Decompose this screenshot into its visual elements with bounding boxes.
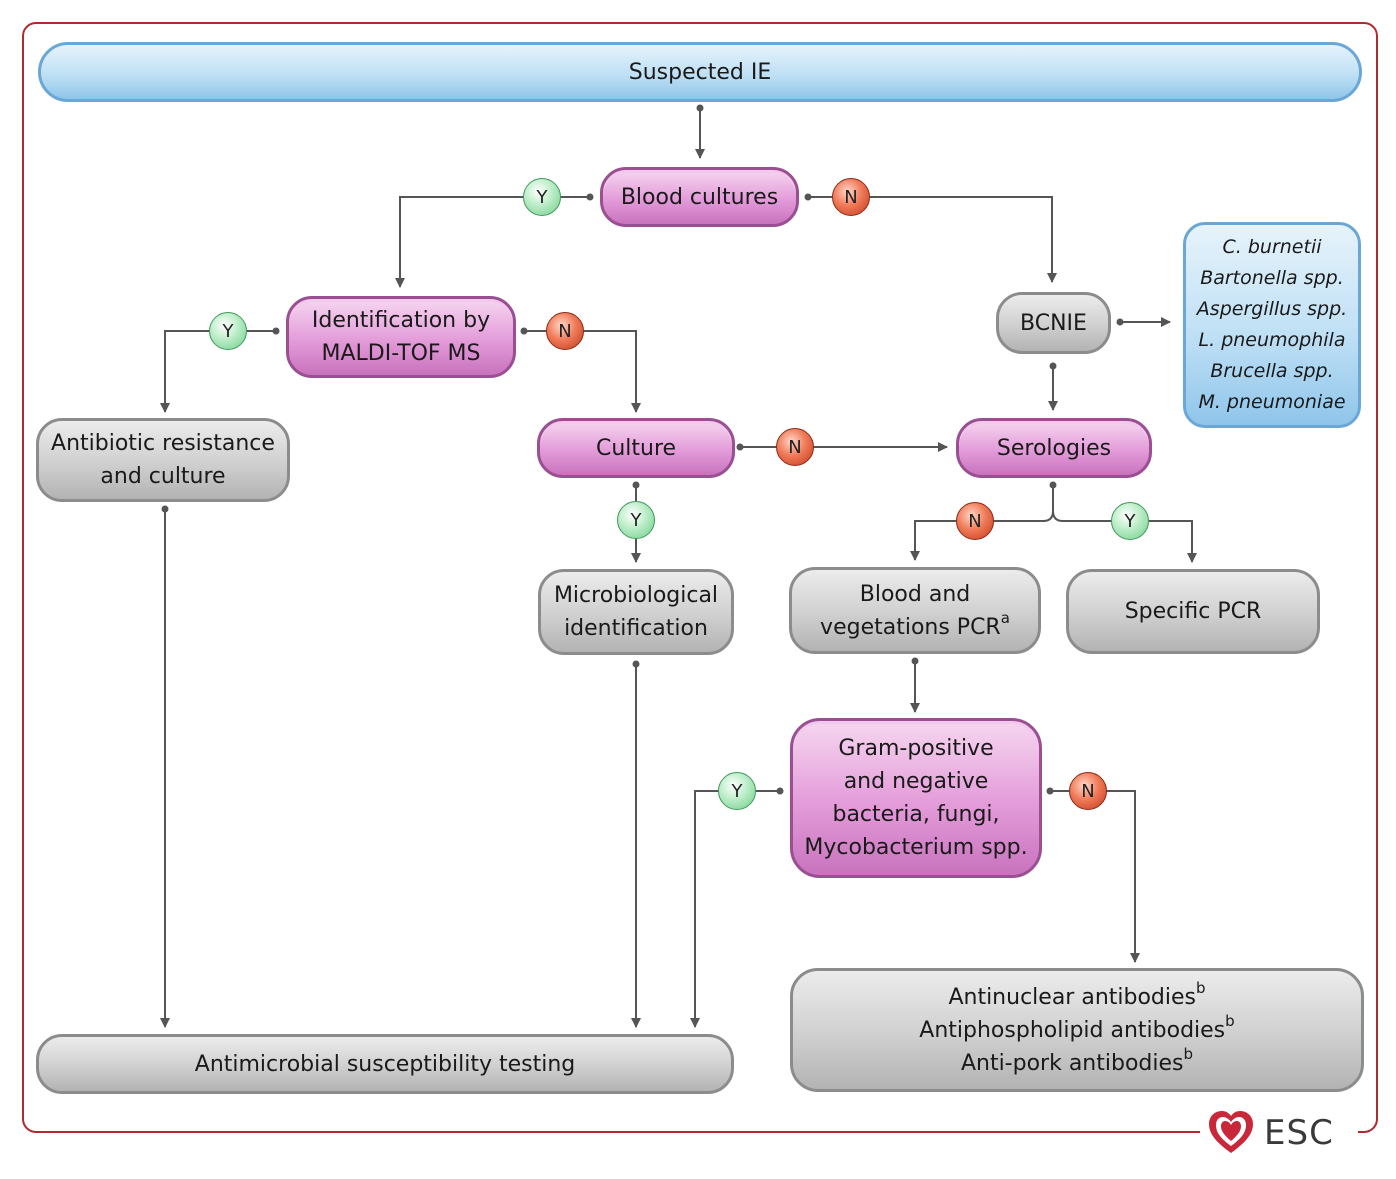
- connector-serologies-to-specific: [1052, 510, 1197, 563]
- node-culture: Culture: [537, 418, 735, 478]
- yes-badge-culture: Y: [617, 501, 655, 539]
- node-blood-vegetations-pcr: Blood and vegetations PCRa: [789, 567, 1041, 654]
- node-bcnie-label: BCNIE: [1020, 310, 1087, 336]
- connector-gram-to-antimicrobial: [690, 790, 780, 1028]
- esc-logo-text: ESC: [1264, 1113, 1334, 1153]
- yes-badge-gram: Y: [718, 772, 756, 810]
- node-microbiological-line-1: Microbiological: [553, 583, 719, 608]
- yes-badge-label: Y: [630, 509, 642, 531]
- node-pcr-footnote: a: [1000, 609, 1010, 628]
- yes-badge-label: Y: [222, 320, 234, 342]
- antibody-item: Antiphospholipid antibodiesb: [919, 1014, 1234, 1047]
- antibody-footnote: b: [1225, 1012, 1235, 1031]
- node-pcr-line-2-text: vegetations PCR: [820, 614, 1001, 640]
- no-badge-label: N: [788, 436, 802, 458]
- connector-blood-to-identification: [395, 196, 590, 288]
- antibody-footnote: b: [1196, 979, 1206, 998]
- antibody-text: Antinuclear antibodies: [948, 984, 1196, 1010]
- connector-gram-to-antibodies: [1050, 790, 1140, 963]
- node-gram-line-3: bacteria, fungi,: [832, 802, 1000, 827]
- node-gram-line-2: and negative: [843, 769, 989, 794]
- node-antibodies: Antinuclear antibodiesb Antiphospholipid…: [790, 968, 1364, 1092]
- esc-logo: ESC: [1200, 1100, 1358, 1166]
- antibody-footnote: b: [1183, 1045, 1194, 1064]
- node-pcr-line-1: Blood and: [859, 581, 971, 607]
- organism-item: Aspergillus spp.: [1196, 298, 1348, 320]
- node-suspected-ie: Suspected IE: [38, 42, 1362, 102]
- organism-item: M. pneumoniae: [1198, 391, 1346, 413]
- connector-identification-to-culture: [524, 330, 641, 413]
- yes-badge-serologies: Y: [1111, 502, 1149, 540]
- no-badge-label: N: [844, 186, 858, 208]
- node-serologies: Serologies: [956, 418, 1152, 478]
- heart-icon: [1209, 1111, 1253, 1153]
- antibody-text: Antiphospholipid antibodies: [919, 1017, 1226, 1043]
- node-identification-line-2: MALDI-TOF MS: [321, 341, 481, 366]
- antibody-item: Antinuclear antibodiesb: [948, 981, 1205, 1014]
- node-blood-cultures: Blood cultures: [600, 167, 799, 227]
- node-antibiotic-resistance: Antibiotic resistance and culture: [36, 418, 290, 502]
- no-badge-label: N: [558, 320, 572, 342]
- node-microbiological-line-2: identification: [564, 616, 708, 641]
- connector-dots: [161, 104, 1124, 795]
- no-badge-blood-cultures: N: [832, 178, 870, 216]
- node-microbiological-identification: Microbiological identification: [538, 569, 734, 655]
- node-serologies-label: Serologies: [996, 435, 1112, 461]
- node-identification: Identification by MALDI-TOF MS: [286, 296, 516, 378]
- yes-badge-label: Y: [536, 186, 548, 208]
- no-badge-label: N: [968, 510, 982, 532]
- connector-blood-to-bcnie: [808, 196, 1057, 283]
- node-culture-label: Culture: [595, 435, 677, 461]
- node-bcnie: BCNIE: [996, 292, 1111, 354]
- node-specific-pcr-label: Specific PCR: [1124, 599, 1262, 624]
- diagram-frame: [22, 22, 1378, 1133]
- node-antimicrobial-testing: Antimicrobial susceptibility testing: [36, 1034, 734, 1094]
- organism-item: C. burnetii: [1222, 236, 1322, 258]
- yes-badge-label: Y: [731, 780, 743, 802]
- organism-item: L. pneumophila: [1198, 329, 1346, 351]
- node-specific-pcr: Specific PCR: [1066, 569, 1320, 654]
- antibody-text: Anti-pork antibodies: [960, 1050, 1184, 1076]
- node-suspected-ie-label: Suspected IE: [628, 59, 772, 85]
- antibody-item: Anti-pork antibodiesb: [961, 1047, 1193, 1080]
- no-badge-gram: N: [1069, 772, 1107, 810]
- node-blood-cultures-label: Blood cultures: [620, 184, 779, 210]
- organism-item: Bartonella spp.: [1200, 267, 1344, 289]
- node-identification-line-1: Identification by: [311, 308, 491, 333]
- node-organisms-list: C. burnetii Bartonella spp. Aspergillus …: [1183, 222, 1361, 428]
- no-badge-label: N: [1081, 780, 1095, 802]
- node-antimicrobial-label: Antimicrobial susceptibility testing: [194, 1051, 576, 1077]
- node-pcr-line-2: vegetations PCRa: [820, 611, 1010, 644]
- no-badge-culture: N: [776, 428, 814, 466]
- node-gram-positive: Gram-positive and negative bacteria, fun…: [790, 718, 1042, 878]
- node-gram-line-1: Gram-positive: [838, 736, 994, 761]
- node-antibiotic-resistance-line-2: and culture: [100, 464, 226, 489]
- no-badge-identification: N: [546, 312, 584, 350]
- yes-badge-label: Y: [1124, 510, 1136, 532]
- yes-badge-blood-cultures: Y: [523, 178, 561, 216]
- node-antibiotic-resistance-line-1: Antibiotic resistance: [51, 431, 275, 456]
- yes-badge-identification: Y: [209, 312, 247, 350]
- node-gram-line-4: Mycobacterium spp.: [804, 835, 1028, 860]
- no-badge-serologies: N: [956, 502, 994, 540]
- organism-item: Brucella spp.: [1210, 360, 1334, 382]
